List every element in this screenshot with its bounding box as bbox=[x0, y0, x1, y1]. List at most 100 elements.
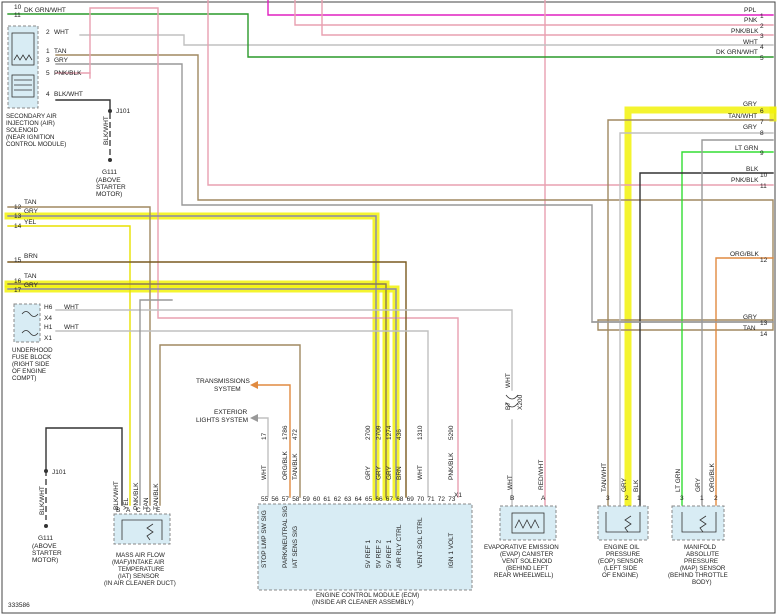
svg-text:GRY: GRY bbox=[24, 208, 39, 215]
svg-text:GRY: GRY bbox=[743, 124, 758, 131]
ecm-wire-color: GRY bbox=[375, 465, 382, 480]
svg-text:GRY: GRY bbox=[621, 477, 628, 492]
svg-text:11: 11 bbox=[760, 183, 767, 190]
ecm-signal-name: 5V REF 1 bbox=[386, 539, 393, 568]
ecm-signal-name: PARK/NEUTRAL SIG bbox=[282, 506, 289, 568]
svg-text:6: 6 bbox=[760, 108, 764, 115]
svg-text:COMPT): COMPT) bbox=[12, 375, 36, 382]
evap-solenoid-body bbox=[499, 505, 557, 541]
ecm-wire-color: ORG/BLK bbox=[282, 450, 289, 480]
arrow-transmission-icon bbox=[250, 381, 258, 389]
ecm-wire-color: GRY bbox=[365, 465, 372, 480]
svg-text:X4: X4 bbox=[44, 315, 52, 322]
svg-text:1: 1 bbox=[760, 13, 764, 20]
connector-icon bbox=[505, 394, 519, 400]
svg-text:2: 2 bbox=[760, 23, 764, 30]
svg-text:BLK: BLK bbox=[746, 166, 759, 173]
svg-text:3: 3 bbox=[760, 33, 764, 40]
svg-text:17: 17 bbox=[14, 287, 22, 294]
svg-text:PRESSURE: PRESSURE bbox=[684, 558, 718, 565]
svg-text:(MAF)/INTAKE AIR: (MAF)/INTAKE AIR bbox=[112, 559, 165, 566]
svg-text:BLK/WHT: BLK/WHT bbox=[113, 481, 120, 510]
svg-text:10: 10 bbox=[760, 172, 768, 179]
svg-text:H1: H1 bbox=[44, 324, 53, 331]
svg-text:3: 3 bbox=[606, 495, 610, 502]
arrow-exterior-lights-icon bbox=[250, 414, 258, 422]
svg-text:PPL: PPL bbox=[744, 7, 757, 14]
fuse-icon bbox=[21, 330, 39, 336]
svg-text:ENGINE OIL: ENGINE OIL bbox=[604, 544, 640, 551]
svg-text:GRY: GRY bbox=[24, 282, 39, 289]
svg-text:TAN: TAN bbox=[743, 325, 756, 332]
svg-text:LT GRN: LT GRN bbox=[675, 468, 682, 492]
svg-text:GRY: GRY bbox=[743, 314, 758, 321]
fuse-block-body bbox=[13, 303, 41, 343]
ecm-pin-number: 68 bbox=[396, 496, 404, 503]
ecm-wire-color: GRY bbox=[386, 465, 393, 480]
svg-text:(MAP) SENSOR: (MAP) SENSOR bbox=[680, 565, 726, 572]
svg-text:J101: J101 bbox=[52, 469, 66, 476]
svg-text:(EVAP) CANISTER: (EVAP) CANISTER bbox=[500, 551, 554, 558]
svg-text:9: 9 bbox=[760, 150, 764, 157]
coil-icon bbox=[13, 54, 33, 61]
svg-text:(IAT) SENSOR: (IAT) SENSOR bbox=[118, 573, 160, 580]
svg-text:(NEAR IGNITION: (NEAR IGNITION bbox=[6, 134, 54, 141]
svg-text:X200: X200 bbox=[517, 394, 524, 410]
system-arrows: TRANSMISSIONS SYSTEM EXTERIOR LIGHTS SYS… bbox=[196, 378, 250, 424]
svg-text:PRESSURE: PRESSURE bbox=[606, 551, 640, 558]
figure-id: 333586 bbox=[8, 602, 30, 609]
ecm-wire-color: BRN bbox=[396, 466, 403, 480]
ecm-signal-name: VENT SOL CTRL bbox=[417, 517, 424, 568]
ground-g111-bottom: J101 BLK/WHT G111 (ABOVE STARTER MOTOR) bbox=[32, 469, 66, 564]
svg-text:GRY: GRY bbox=[695, 477, 702, 492]
svg-text:(BEHIND THROTTLE: (BEHIND THROTTLE bbox=[668, 572, 728, 579]
svg-text:RED/WHT: RED/WHT bbox=[538, 460, 545, 490]
svg-text:3: 3 bbox=[680, 495, 684, 502]
ecm-circuit-number: 2709 bbox=[375, 425, 382, 440]
ecm-wire-color: WHT bbox=[417, 465, 424, 480]
svg-text:SYSTEM: SYSTEM bbox=[214, 386, 241, 393]
ecm-pin-number: 71 bbox=[427, 496, 435, 503]
svg-text:2: 2 bbox=[46, 29, 50, 36]
svg-text:H6: H6 bbox=[44, 304, 53, 311]
svg-text:14: 14 bbox=[760, 331, 768, 338]
svg-text:TRANSMISSIONS: TRANSMISSIONS bbox=[196, 378, 250, 385]
eop-sensor-body bbox=[597, 505, 649, 541]
svg-text:ORG/BLK: ORG/BLK bbox=[709, 462, 716, 492]
ecm-signal-name: 5V REF 1 bbox=[365, 539, 372, 568]
svg-text:J101: J101 bbox=[116, 108, 130, 115]
svg-text:C: C bbox=[136, 507, 141, 514]
svg-text:(EOP) SENSOR: (EOP) SENSOR bbox=[598, 558, 644, 565]
svg-text:PNK/BLK: PNK/BLK bbox=[731, 28, 759, 35]
thermistor-icon bbox=[146, 523, 154, 541]
connector-icon bbox=[505, 402, 519, 408]
wires bbox=[7, 0, 774, 520]
svg-text:STARTER: STARTER bbox=[96, 184, 126, 191]
svg-text:YEL: YEL bbox=[123, 497, 130, 510]
ecm-signal-name: AIR RLY CTRL bbox=[396, 524, 403, 568]
svg-text:EXTERIOR: EXTERIOR bbox=[214, 409, 248, 416]
svg-text:5: 5 bbox=[760, 55, 764, 62]
ecm-circuit-number: 472 bbox=[292, 429, 299, 440]
svg-text:2: 2 bbox=[714, 495, 718, 502]
svg-text:4: 4 bbox=[46, 91, 50, 98]
svg-text:ORG/BLK: ORG/BLK bbox=[730, 251, 760, 258]
svg-text:TAN: TAN bbox=[54, 48, 67, 55]
svg-text:TAN/BLK: TAN/BLK bbox=[153, 483, 160, 510]
svg-text:D: D bbox=[146, 507, 151, 514]
svg-text:10: 10 bbox=[14, 4, 22, 11]
ecm-pin-number: 65 bbox=[365, 496, 373, 503]
svg-text:8: 8 bbox=[760, 130, 764, 137]
ecm-pin-number: 59 bbox=[303, 496, 311, 503]
svg-text:(ABOVE: (ABOVE bbox=[32, 543, 57, 550]
ecm-pin-number: 66 bbox=[375, 496, 383, 503]
svg-text:DK GRN/WHT: DK GRN/WHT bbox=[716, 49, 758, 56]
svg-text:OF ENGINE: OF ENGINE bbox=[12, 368, 46, 375]
svg-text:TAN: TAN bbox=[24, 273, 37, 280]
svg-text:B: B bbox=[510, 495, 514, 502]
svg-text:16: 16 bbox=[14, 278, 22, 285]
svg-text:15: 15 bbox=[14, 257, 22, 264]
svg-text:E: E bbox=[156, 507, 161, 514]
ground-icon bbox=[108, 158, 112, 162]
